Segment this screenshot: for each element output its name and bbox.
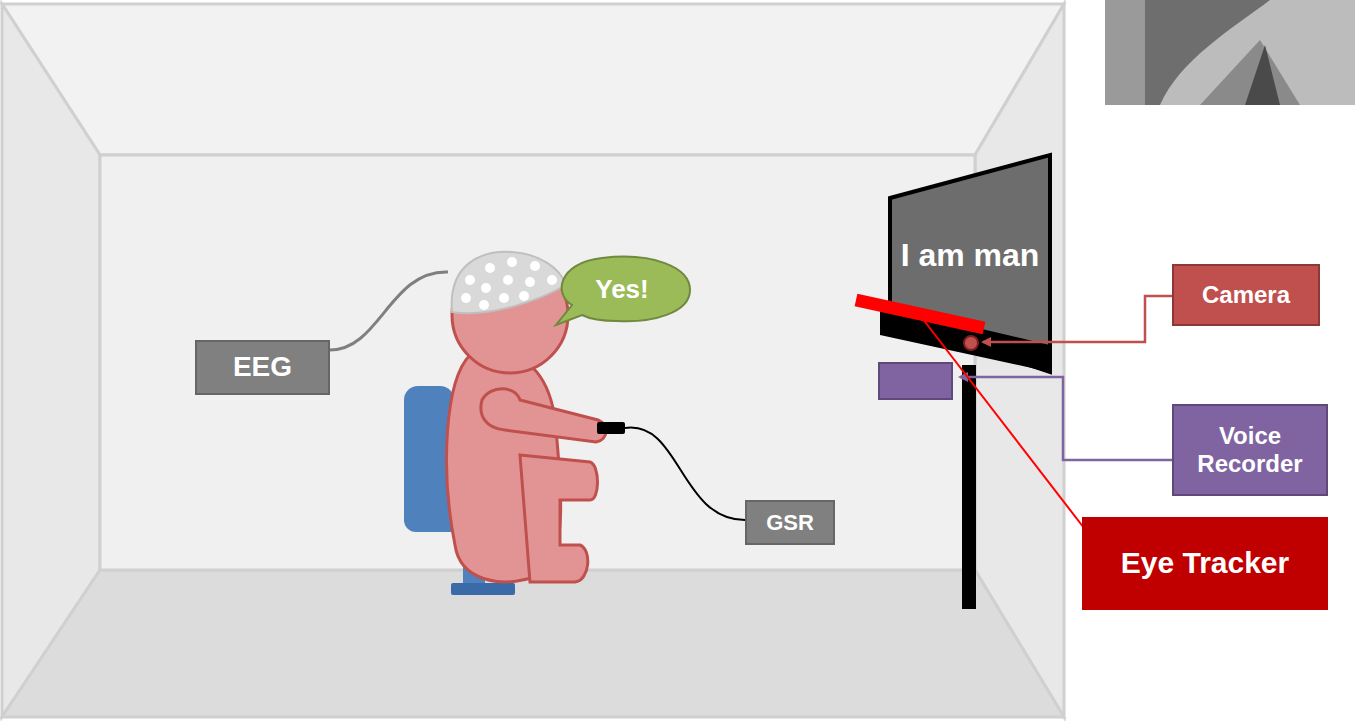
node-text: EEG [233, 351, 292, 383]
node-text: GSR [766, 510, 814, 535]
speech-bubble: Yes! [552, 255, 692, 325]
eeg-cap [452, 252, 566, 313]
label-box: Camera [1172, 264, 1320, 326]
node-text: I am man [901, 237, 1040, 274]
label-box: EEG [195, 340, 330, 395]
node-text: Yes! [595, 275, 649, 305]
node-text: Voice Recorder [1182, 422, 1318, 477]
eeg-wire [330, 272, 448, 350]
gsr-sensor [597, 422, 625, 434]
node-text: Eye Tracker [1121, 546, 1289, 581]
monitor-screen: I am man [891, 215, 1050, 295]
room [2, 4, 1064, 717]
label-box: Voice Recorder [1172, 404, 1328, 496]
eye-tracker-leader [922, 318, 1084, 528]
node-text: Camera [1202, 281, 1290, 309]
monitor [856, 155, 1050, 609]
photo [1105, 0, 1355, 105]
camera-leader [983, 296, 1172, 342]
gsr-wire [625, 428, 745, 520]
label-box: Eye Tracker [1082, 517, 1328, 610]
label-box: GSR [745, 500, 835, 545]
voice-leader [960, 377, 1172, 460]
